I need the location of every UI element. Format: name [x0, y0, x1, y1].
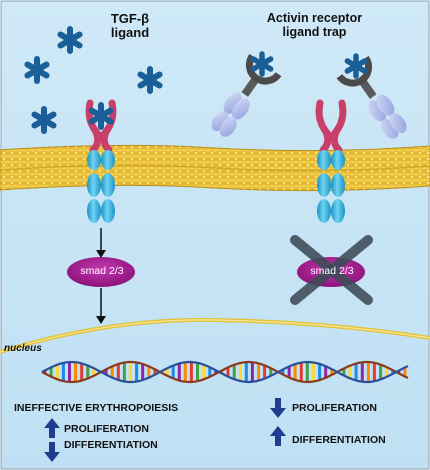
tgf-beta-trapped-ligand-icon [250, 51, 274, 77]
ligand-trap-right [336, 55, 407, 139]
arrow-down-proliferation-right [270, 398, 286, 418]
dna-helix [41, 360, 409, 384]
receptor-left [85, 99, 117, 223]
trap-title-line2: ligand trap [282, 24, 347, 39]
receptor-right [315, 99, 347, 223]
arrow-up-differentiation-right [270, 426, 286, 446]
ligand-trap-left [211, 53, 282, 137]
signal-arrow-down-2 [96, 288, 106, 324]
ligand-title-line2: ligand [110, 25, 150, 41]
trapped-ligands [250, 51, 368, 79]
smad-right-label: smad 2/3 [310, 265, 354, 277]
trap-title-line1: Activin receptor [266, 11, 363, 25]
tgf-beta-ligands [24, 25, 163, 135]
tgf-beta-ligand-icon [24, 55, 50, 85]
tgf-beta-ligand-icon [57, 25, 83, 55]
signal-arrow-down-1 [96, 228, 106, 258]
arrow-up-proliferation-left [44, 418, 60, 438]
ligand-title: TGF-β ligand [95, 11, 165, 41]
trap-title: Activin receptor ligand trap [252, 11, 377, 40]
blocked-cross-icon [290, 235, 373, 305]
right-differentiation-label: DIFFERENTIATION [292, 434, 386, 446]
tgf-beta-ligand-icon [137, 65, 163, 95]
tgf-beta-ligand-icon [31, 105, 57, 135]
cell-membrane [0, 144, 430, 192]
tgf-beta-trapped-ligand-icon [344, 53, 368, 79]
left-differentiation-label: DIFFERENTIATION [64, 439, 158, 451]
tgf-beta-ligand-icon [88, 101, 114, 131]
ineffective-erythropoiesis-heading: INEFFECTIVE ERYTHROPOIESIS [14, 402, 179, 414]
arrow-down-differentiation-left [44, 442, 60, 462]
smad-left-label: smad 2/3 [80, 265, 124, 277]
tgf-beta-bound-ligand [88, 101, 114, 131]
smad-left-shape [67, 257, 135, 287]
ligand-title-line1: TGF-β [110, 11, 150, 26]
right-proliferation-label: PROLIFERATION [292, 402, 377, 414]
left-proliferation-label: PROLIFERATION [64, 423, 149, 435]
nucleus-label: nucleus [4, 343, 42, 354]
